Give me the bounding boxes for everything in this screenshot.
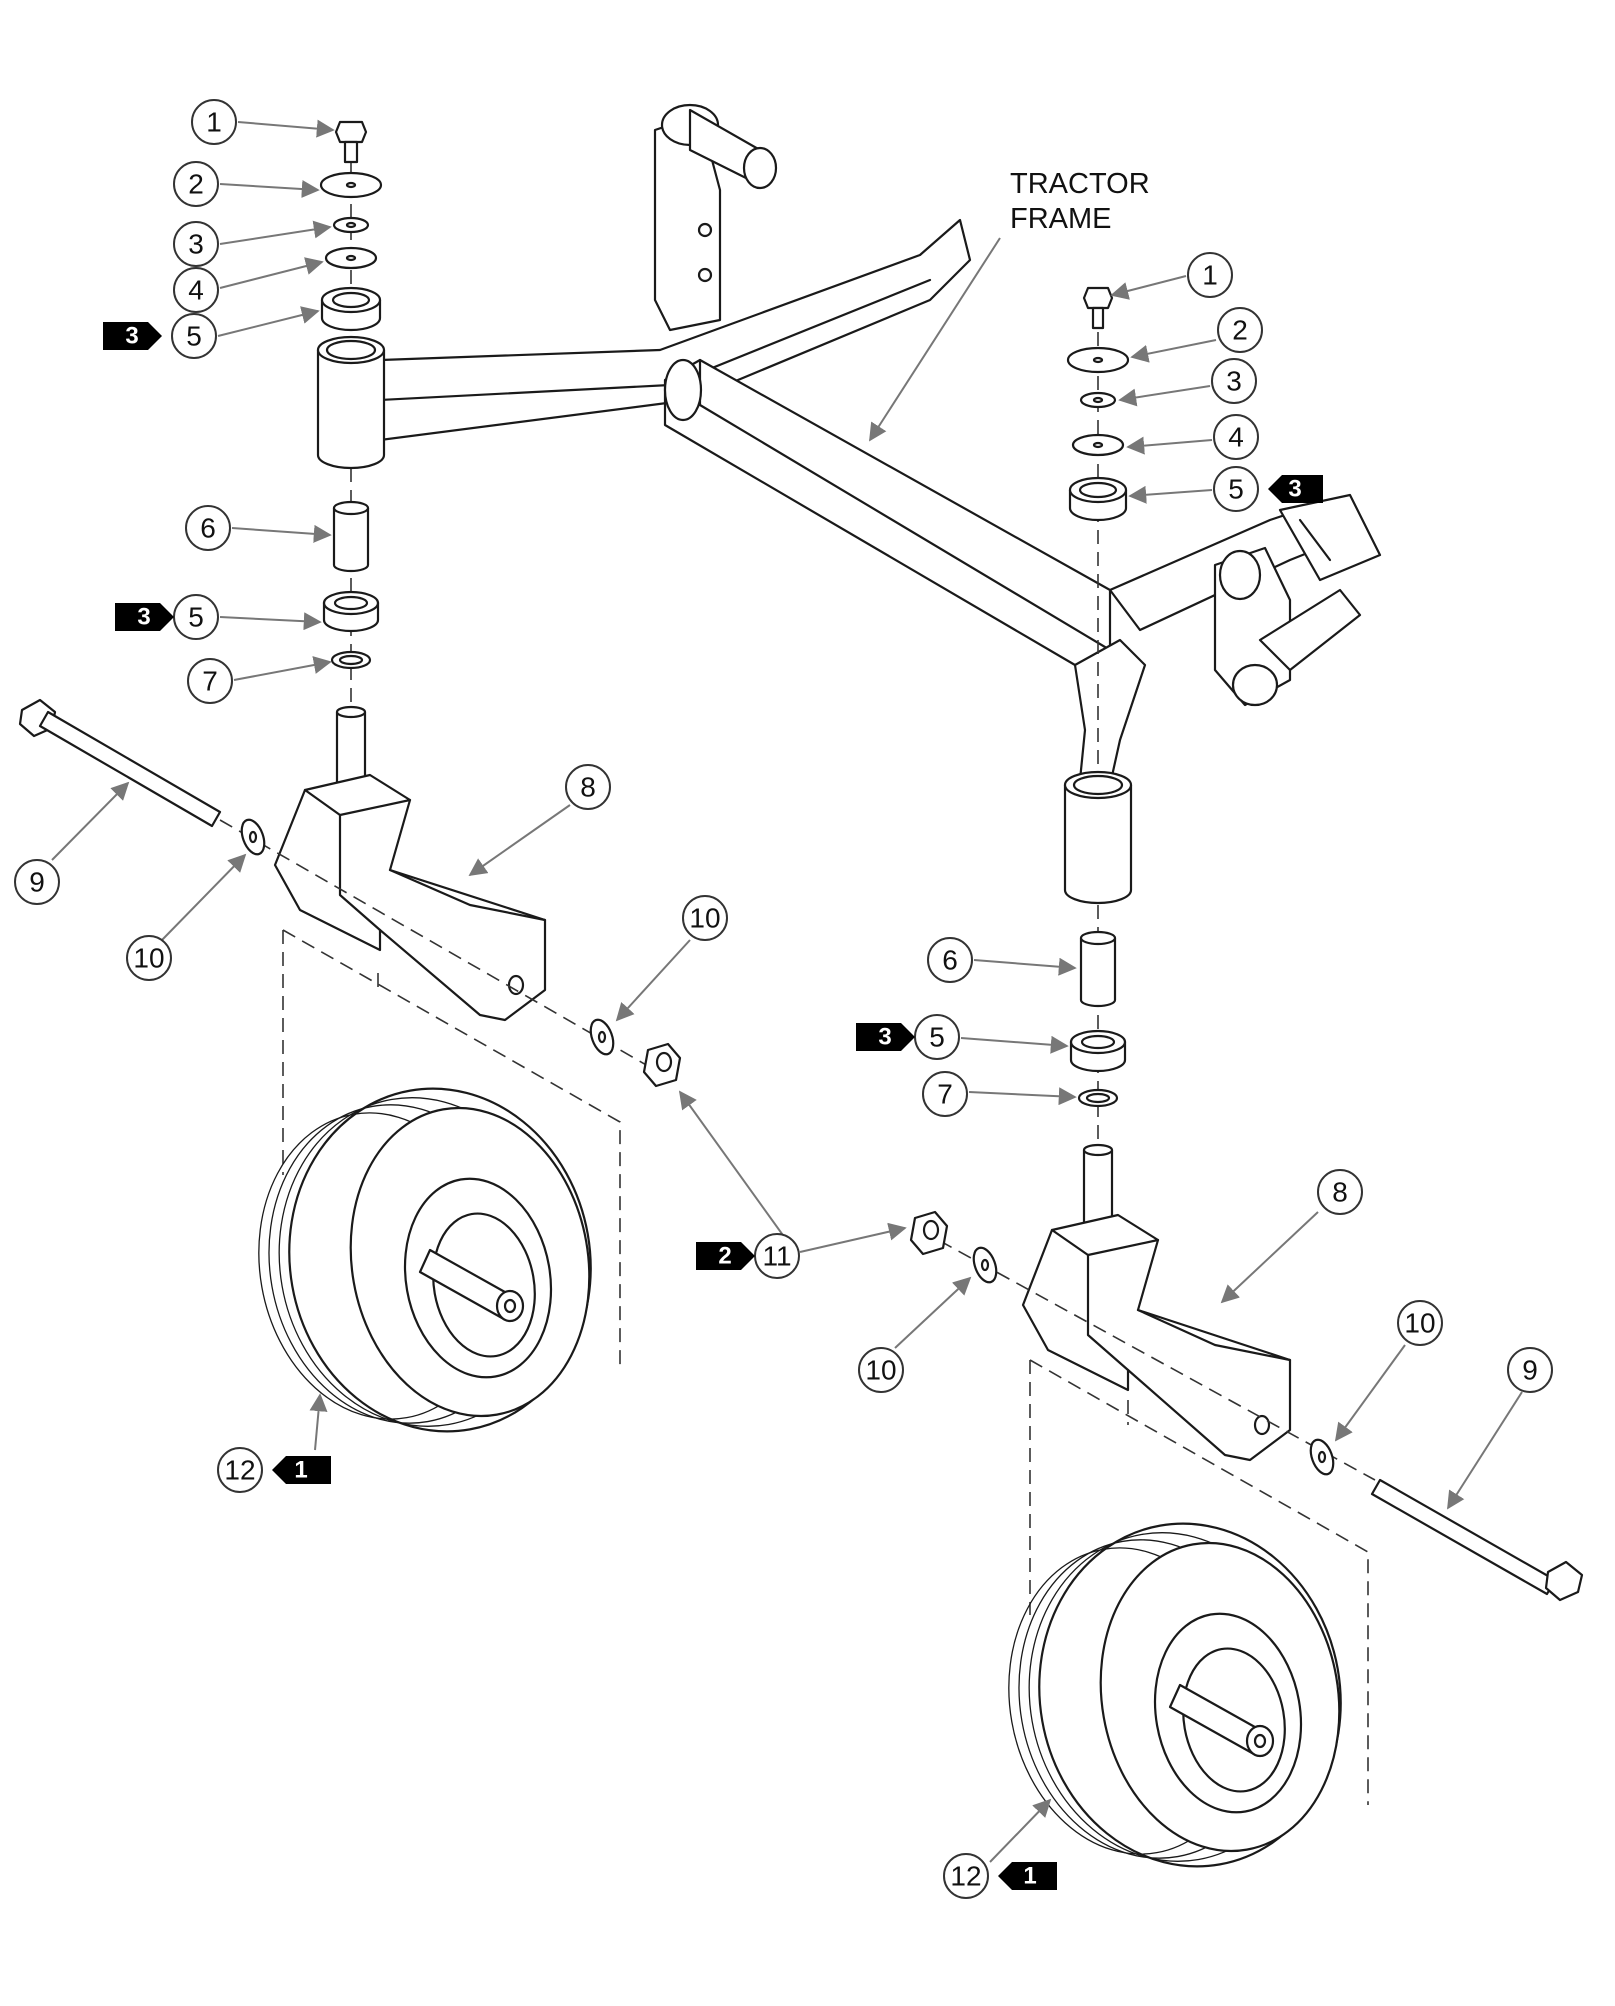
callout-10-right-inner: 10 <box>865 1355 896 1386</box>
callout-10-left-inner: 10 <box>133 943 164 974</box>
frame-label-line1: TRACTOR <box>1010 168 1150 200</box>
flag-3-lower-right: 3 <box>878 1024 891 1051</box>
callout-7-left: 7 <box>202 666 218 697</box>
callout-4: 4 <box>188 275 204 306</box>
callout-5-upper-left: 5 <box>186 321 202 352</box>
left-caster-fork <box>273 705 547 1022</box>
callout-7-right: 7 <box>937 1079 953 1110</box>
flag-3-upper-right: 3 <box>1288 476 1301 503</box>
callout-12-right: 12 <box>950 1861 981 1892</box>
left-spindle-stack <box>316 120 386 760</box>
callout-10-right-outer: 10 <box>1404 1308 1435 1339</box>
callout-6-left: 6 <box>200 513 216 544</box>
center-callouts: 11 2 <box>678 1090 907 1279</box>
callout-1-right: 1 <box>1202 260 1218 291</box>
frame-label-line2: FRAME <box>1010 203 1112 235</box>
callout-6-right: 6 <box>942 945 958 976</box>
left-axle-hardware <box>18 698 682 1088</box>
callout-3-right: 3 <box>1226 366 1242 397</box>
callout-8-right: 8 <box>1332 1177 1348 1208</box>
callout-5-lower-right: 5 <box>929 1022 945 1053</box>
right-spindle-stack <box>1063 286 1133 1150</box>
callout-1: 1 <box>206 107 222 138</box>
right-callouts: 1 2 3 4 5 3 6 5 3 7 8 10 10 <box>856 252 1553 1899</box>
callout-12-left: 12 <box>224 1455 255 1486</box>
right-axle-hardware <box>909 1210 1584 1602</box>
callout-3: 3 <box>188 229 204 260</box>
callout-10-left-outer: 10 <box>689 903 720 934</box>
callout-2-right: 2 <box>1232 315 1248 346</box>
right-caster-fork <box>1021 1143 1292 1462</box>
left-wheel <box>258 929 621 1433</box>
callout-8-left: 8 <box>580 772 596 803</box>
callout-5-lower-left: 5 <box>188 602 204 633</box>
tractor-frame-label: TRACTOR FRAME <box>869 168 1150 442</box>
flag-1-right: 1 <box>1023 1863 1036 1890</box>
callout-9-right: 9 <box>1522 1355 1538 1386</box>
callout-11: 11 <box>762 1241 791 1272</box>
flag-3-lower-left: 3 <box>137 604 150 631</box>
flag-2: 2 <box>718 1243 731 1270</box>
flag-1-left: 1 <box>294 1457 307 1484</box>
callout-9-left: 9 <box>29 867 45 898</box>
flag-3-upper-left: 3 <box>125 323 138 350</box>
callout-4-right: 4 <box>1228 422 1244 453</box>
callout-5-upper-right: 5 <box>1228 474 1244 505</box>
callout-2: 2 <box>188 169 204 200</box>
left-callouts: 1 2 3 4 5 3 6 5 3 7 8 9 10 <box>14 99 728 1493</box>
right-wheel <box>1008 1359 1369 1868</box>
tractor-frame <box>378 103 1382 787</box>
